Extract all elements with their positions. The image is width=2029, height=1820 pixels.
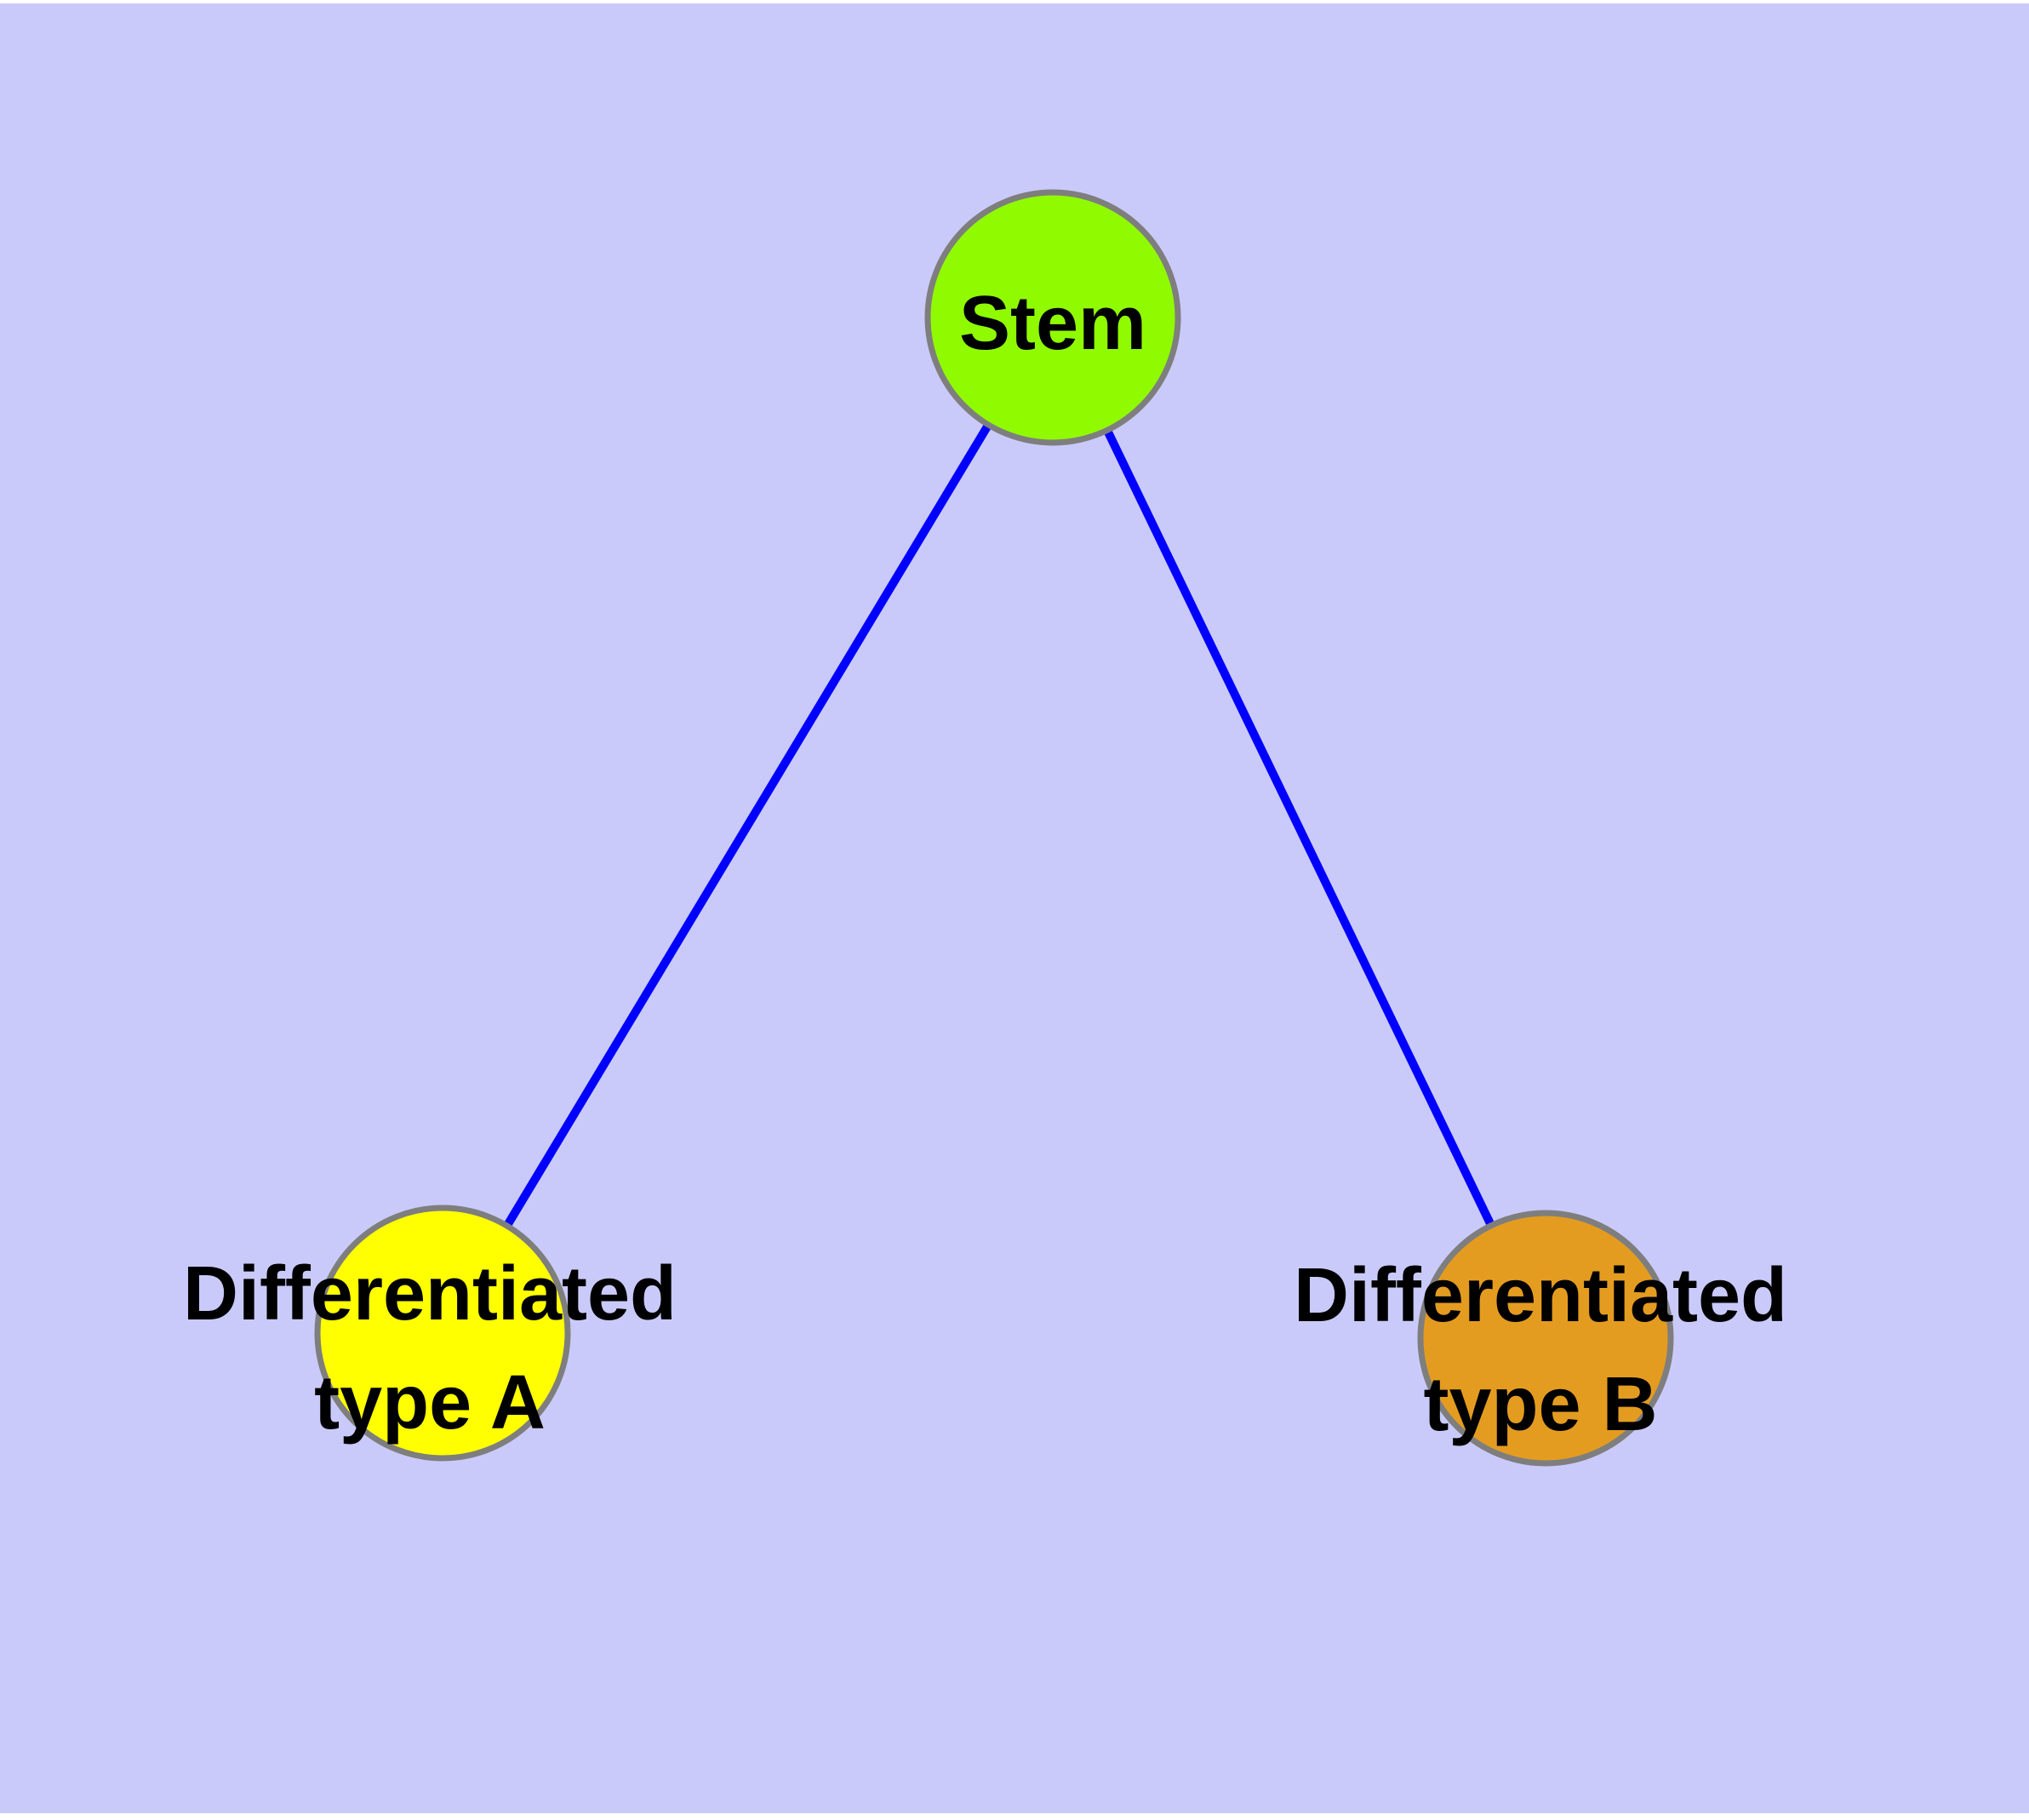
node-type-a-label-line1: Differentiated — [183, 1251, 677, 1336]
node-differentiated-type-a — [314, 1205, 571, 1462]
node-type-b-label-line1: Differentiated — [1294, 1253, 1787, 1338]
node-type-b-label: Differentiated type B — [1294, 1253, 1787, 1447]
node-stem — [924, 189, 1181, 446]
node-type-a-label: Differentiated type A — [183, 1251, 677, 1445]
node-type-a-label-line2: type A — [314, 1360, 546, 1445]
node-type-b-label-line2: type B — [1423, 1362, 1657, 1447]
edge-stem-to-type-a — [438, 315, 1057, 1336]
node-stem-label: Stem — [959, 281, 1146, 366]
node-differentiated-type-b — [1417, 1210, 1674, 1467]
edge-stem-to-type-b — [1049, 315, 1550, 1341]
